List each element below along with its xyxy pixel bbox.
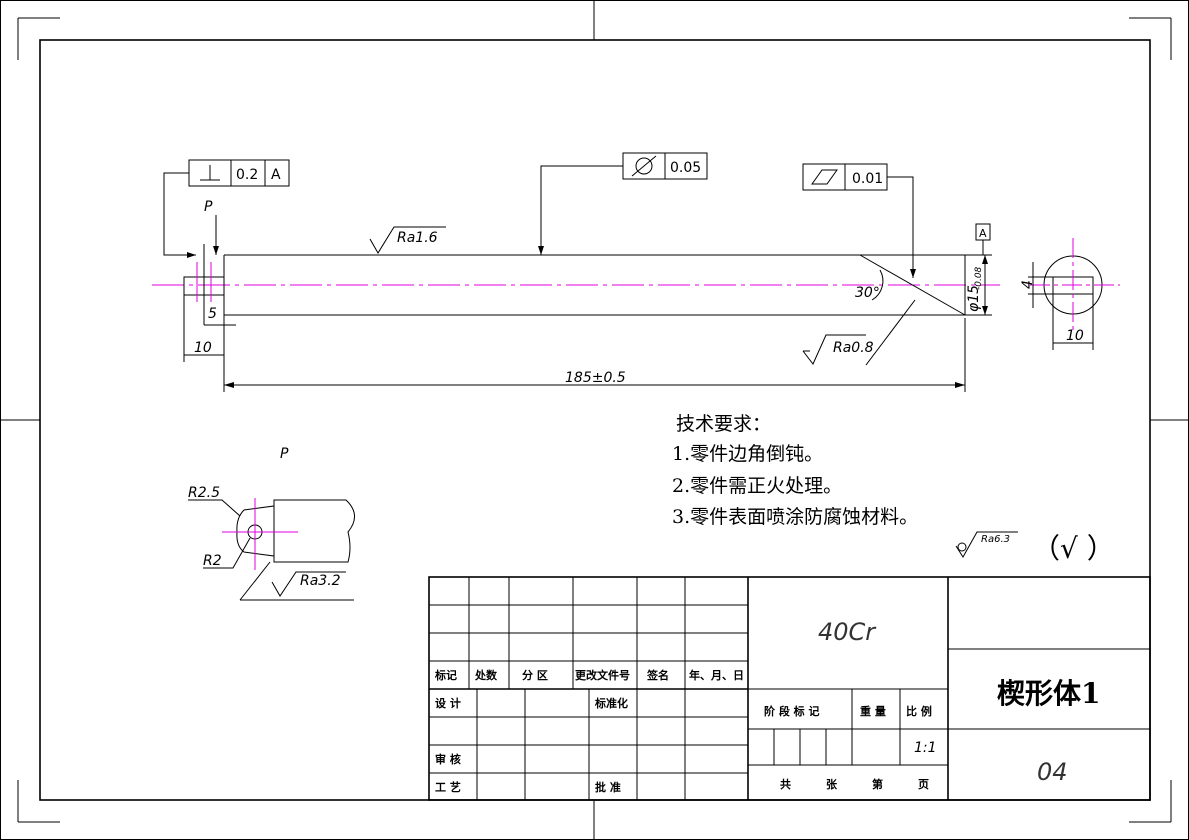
flat-tolerance: 0.01 — [852, 171, 883, 187]
h-total: 共 — [780, 777, 791, 791]
note-3: 3.零件表面喷涂防腐蚀材料。 — [672, 506, 918, 528]
dim-left-offset: 5 — [208, 306, 217, 322]
circ-tolerance: 0.05 — [670, 160, 701, 176]
title-block: 标记 处数 分 区 更改文件号 签名 年、月、日 设 计 标准化 审 核 工 艺… — [428, 576, 1151, 801]
drawing-number: 04 — [1037, 758, 1068, 786]
h-stage: 阶 段 标 记 — [764, 704, 820, 718]
fcf-circularity: 0.05 — [538, 152, 708, 255]
h-mark: 标记 — [434, 668, 457, 682]
dim-diameter-tol: -0.08 — [974, 266, 984, 290]
section-view: 10 4 — [1020, 238, 1120, 350]
dim-angle: 30° — [855, 285, 880, 301]
shaft-view — [152, 244, 1000, 325]
h-design: 设 计 — [435, 696, 461, 710]
scale-value: 1:1 — [914, 740, 937, 756]
material: 40Cr — [818, 618, 877, 646]
fcf-flatness: 0.01 — [802, 163, 916, 278]
h-scale: 比 例 — [906, 704, 932, 718]
perp-datum: A — [271, 167, 281, 183]
detail-label: P — [280, 446, 289, 462]
h-sheets: 张 — [826, 777, 838, 791]
detail-view: P R2.5 R2 Ra3.2 — [188, 446, 355, 601]
datum-a: A — [975, 223, 991, 255]
dim-r-inner: R2 — [203, 553, 222, 569]
note-1: 1.零件边角倒钝。 — [672, 443, 823, 465]
dim-right-height: 4 — [1020, 280, 1036, 289]
dim-left-width: 10 — [194, 340, 212, 356]
general-mark: （√ ） — [1032, 532, 1115, 565]
ra-general: Ra6.3 — [981, 534, 1010, 545]
note-2: 2.零件需正火处理。 — [672, 475, 842, 497]
h-std: 标准化 — [594, 696, 628, 710]
part-name: 楔形体1 — [997, 677, 1100, 710]
dim-diameter: φ15 — [966, 285, 982, 312]
view-label-p: P — [204, 199, 213, 215]
h-count: 处数 — [474, 668, 498, 682]
dimensions: 10 5 185±0.5 φ15 -0.08 30° Ra0.8 Ra1.6 — [183, 226, 992, 392]
notes-title: 技术要求： — [676, 413, 771, 435]
h-page: 页 — [918, 778, 929, 791]
tech-notes: 技术要求： 1.零件边角倒钝。 2.零件需正火处理。 3.零件表面喷涂防腐蚀材料… — [672, 413, 1115, 565]
perp-tolerance: 0.2 — [236, 167, 258, 183]
h-check: 审 核 — [435, 752, 461, 766]
fcf-perpendicularity: 0.2 A P — [163, 159, 290, 258]
dim-r-outer: R2.5 — [188, 485, 220, 501]
h-sign: 签名 — [646, 668, 669, 682]
h-no: 第 — [872, 777, 883, 791]
ra-detail: Ra3.2 — [300, 573, 341, 589]
datum-letter: A — [979, 227, 987, 240]
ra-chamfer: Ra0.8 — [833, 340, 874, 356]
h-approve: 批 准 — [595, 780, 621, 794]
ra-top: Ra1.6 — [397, 230, 438, 246]
h-craft: 工 艺 — [435, 780, 461, 794]
h-date: 年、月、日 — [689, 668, 744, 682]
h-zone: 分 区 — [522, 668, 548, 682]
h-weight: 重 量 — [860, 704, 886, 718]
h-docno: 更改文件号 — [575, 668, 630, 682]
dim-length: 185±0.5 — [565, 370, 626, 386]
dim-right-width: 10 — [1066, 328, 1084, 344]
